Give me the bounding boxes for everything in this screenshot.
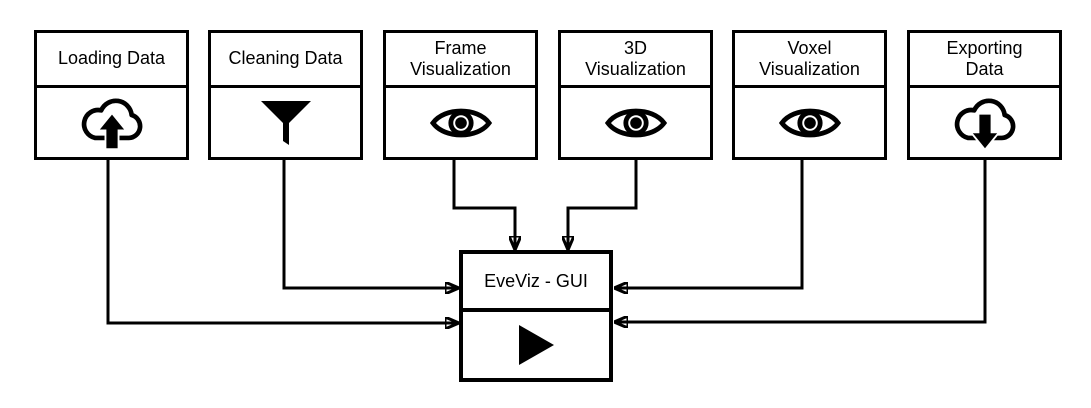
cloud-upload-icon xyxy=(81,97,142,150)
connector-frame-visualization xyxy=(452,158,515,249)
connector-voxel-visualization xyxy=(615,158,804,288)
connector-cleaning-data xyxy=(282,158,458,288)
node-icon-cell xyxy=(910,88,1059,157)
node-icon-cell xyxy=(735,88,884,157)
node-loading-data: Loading Data xyxy=(34,30,189,160)
node-icon-cell xyxy=(386,88,535,157)
eye-icon xyxy=(604,108,667,137)
play-icon xyxy=(518,325,554,365)
gui-hub-box: EveViz - GUI xyxy=(459,250,613,382)
filter-icon xyxy=(260,100,311,145)
eye-icon xyxy=(778,108,841,137)
node-label: Cleaning Data xyxy=(211,33,360,88)
node-3d-visualization: 3D Visualization xyxy=(558,30,713,160)
cloud-download-icon xyxy=(954,97,1015,151)
node-label: Frame Visualization xyxy=(386,33,535,88)
eye-icon xyxy=(429,108,492,137)
node-cleaning-data: Cleaning Data xyxy=(208,30,363,160)
gui-hub-icon-cell xyxy=(463,312,609,378)
gui-hub-title: EveViz - GUI xyxy=(463,254,609,312)
node-icon-cell xyxy=(37,88,186,157)
node-label: 3D Visualization xyxy=(561,33,710,88)
node-label: Loading Data xyxy=(37,33,186,88)
connector-3d-visualization xyxy=(568,158,638,249)
node-frame-visualization: Frame Visualization xyxy=(383,30,538,160)
connector-exporting-data xyxy=(615,158,987,322)
node-voxel-visualization: Voxel Visualization xyxy=(732,30,887,160)
connector-loading-data xyxy=(106,158,458,323)
node-icon-cell xyxy=(211,88,360,157)
node-label: Exporting Data xyxy=(910,33,1059,88)
node-exporting-data: Exporting Data xyxy=(907,30,1062,160)
node-label: Voxel Visualization xyxy=(735,33,884,88)
node-icon-cell xyxy=(561,88,710,157)
